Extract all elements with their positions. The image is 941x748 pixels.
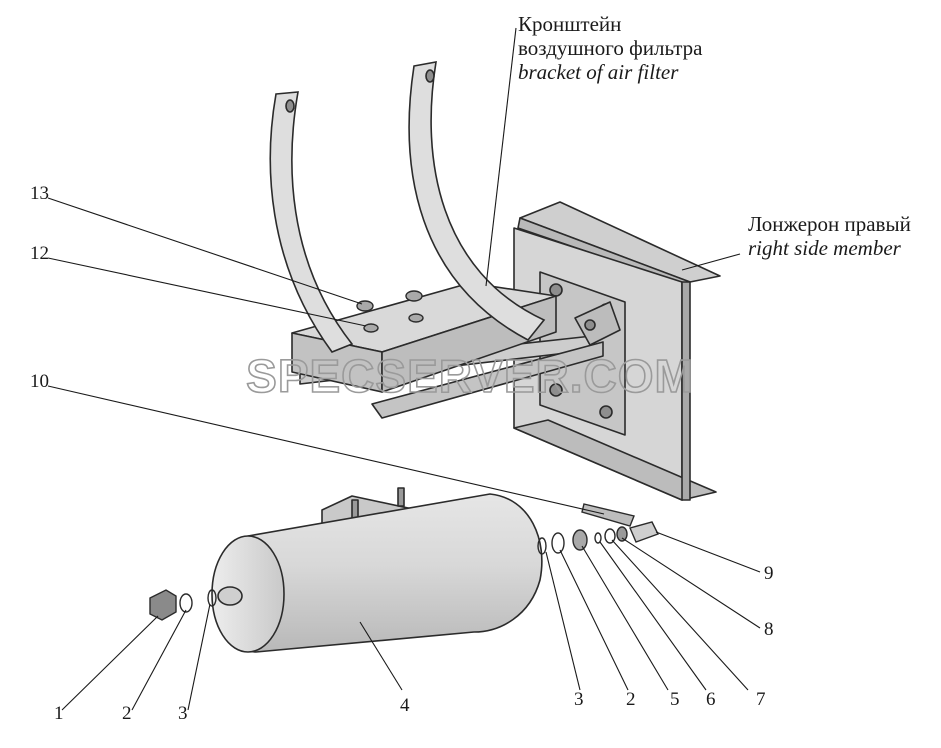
member-callout-ru: Лонжерон правый bbox=[748, 212, 911, 236]
clamp-strap-right bbox=[408, 61, 546, 342]
bracket-callout-ru-line2: воздушного фильтра bbox=[518, 36, 703, 60]
part-number-8: 8 bbox=[764, 619, 774, 640]
part-number-9: 9 bbox=[764, 563, 774, 584]
part-number-5: 5 bbox=[670, 689, 680, 710]
part-number-10: 10 bbox=[30, 371, 49, 392]
bracket-callout-en: bracket of air filter bbox=[518, 60, 679, 84]
leader-lines bbox=[47, 27, 761, 711]
fittings-right bbox=[537, 503, 659, 555]
part-number-4: 4 bbox=[400, 695, 410, 716]
part-number-3-right: 3 bbox=[574, 689, 584, 710]
part-number-7: 7 bbox=[756, 689, 766, 710]
member-callout: Лонжерон правый right side member bbox=[748, 212, 911, 260]
nuts bbox=[356, 290, 424, 333]
part-number-12: 12 bbox=[30, 243, 49, 264]
member-callout-en: right side member bbox=[748, 236, 901, 260]
part-number-13: 13 bbox=[30, 183, 49, 204]
bracket-callout: Кронштейн воздушного фильтра bracket of … bbox=[518, 12, 702, 84]
part-number-2-left: 2 bbox=[122, 703, 132, 724]
part-number-1: 1 bbox=[54, 703, 64, 724]
plug-and-washers-left bbox=[149, 589, 217, 621]
part-number-6: 6 bbox=[706, 689, 716, 710]
bracket-callout-ru-line1: Кронштейн bbox=[518, 12, 622, 36]
part-number-2-right: 2 bbox=[626, 689, 636, 710]
air-tank bbox=[211, 487, 543, 653]
clamp-strap-left bbox=[269, 91, 354, 353]
watermark: SPECSERVER.COM bbox=[246, 350, 694, 402]
part-number-3-left: 3 bbox=[178, 703, 188, 724]
